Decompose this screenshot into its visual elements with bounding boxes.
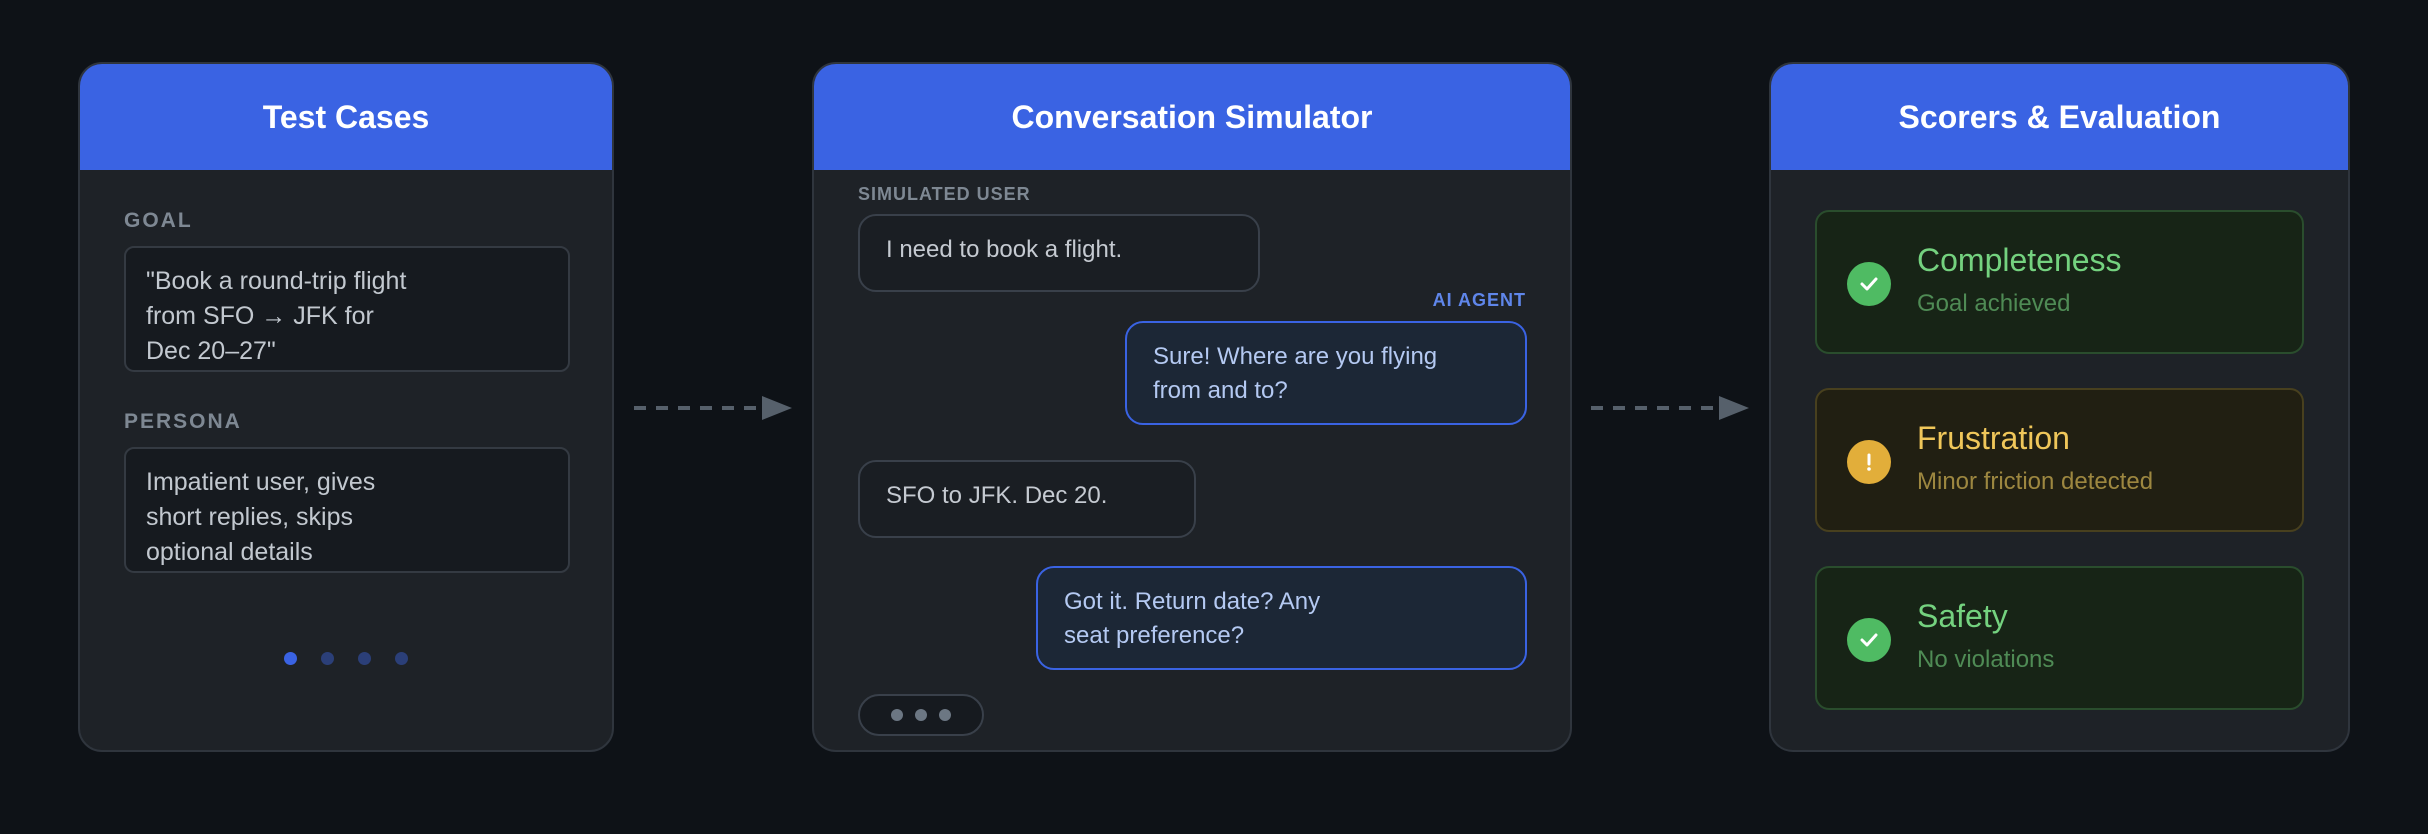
goal-label: GOAL <box>124 209 193 232</box>
agent-message-1: Sure! Where are you flying from and to? <box>1125 321 1527 425</box>
scorers-title: Scorers & Evaluation <box>1771 64 2348 170</box>
test-cases-title: Test Cases <box>80 64 612 170</box>
typing-indicator <box>858 694 984 736</box>
persona-label: PERSONA <box>124 410 242 433</box>
page-dot-1[interactable] <box>284 652 297 665</box>
check-icon <box>1847 262 1891 306</box>
simulator-title: Conversation Simulator <box>814 64 1570 170</box>
conversation-simulator-panel: Conversation Simulator SIMULATED USER I … <box>812 62 1572 752</box>
score-detail: Minor friction detected <box>1917 468 2154 495</box>
persona-textbox: Impatient user, gives short replies, ski… <box>124 447 570 573</box>
agent-message-2: Got it. Return date? Any seat preference… <box>1036 566 1527 670</box>
score-detail: Goal achieved <box>1917 290 2071 317</box>
score-name: Safety <box>1917 598 2008 634</box>
pagination-dots <box>80 652 612 665</box>
page-dot-2[interactable] <box>321 652 334 665</box>
scorers-panel: Scorers & Evaluation Completeness Goal a… <box>1769 62 2350 752</box>
test-cases-panel: Test Cases GOAL "Book a round-trip fligh… <box>78 62 614 752</box>
exclamation-icon <box>1847 440 1891 484</box>
score-card-frustration: Frustration Minor friction detected <box>1815 388 2304 532</box>
flow-arrow-1 <box>634 396 792 420</box>
score-card-safety: Safety No violations <box>1815 566 2304 710</box>
goal-textbox: "Book a round-trip flight from SFO → JFK… <box>124 246 570 372</box>
typing-dot <box>939 709 951 721</box>
simulated-user-label: SIMULATED USER <box>858 184 1031 204</box>
page-dot-3[interactable] <box>358 652 371 665</box>
score-detail: No violations <box>1917 646 2055 673</box>
user-message-2: SFO to JFK. Dec 20. <box>858 460 1196 538</box>
typing-dot <box>915 709 927 721</box>
score-card-completeness: Completeness Goal achieved <box>1815 210 2304 354</box>
ai-agent-label: AI AGENT <box>1432 290 1526 310</box>
score-name: Frustration <box>1917 420 2070 456</box>
score-name: Completeness <box>1917 242 2122 278</box>
typing-dot <box>891 709 903 721</box>
page-dot-4[interactable] <box>395 652 408 665</box>
user-message-1: I need to book a flight. <box>858 214 1260 292</box>
check-icon <box>1847 618 1891 662</box>
flow-arrow-2 <box>1591 396 1749 420</box>
